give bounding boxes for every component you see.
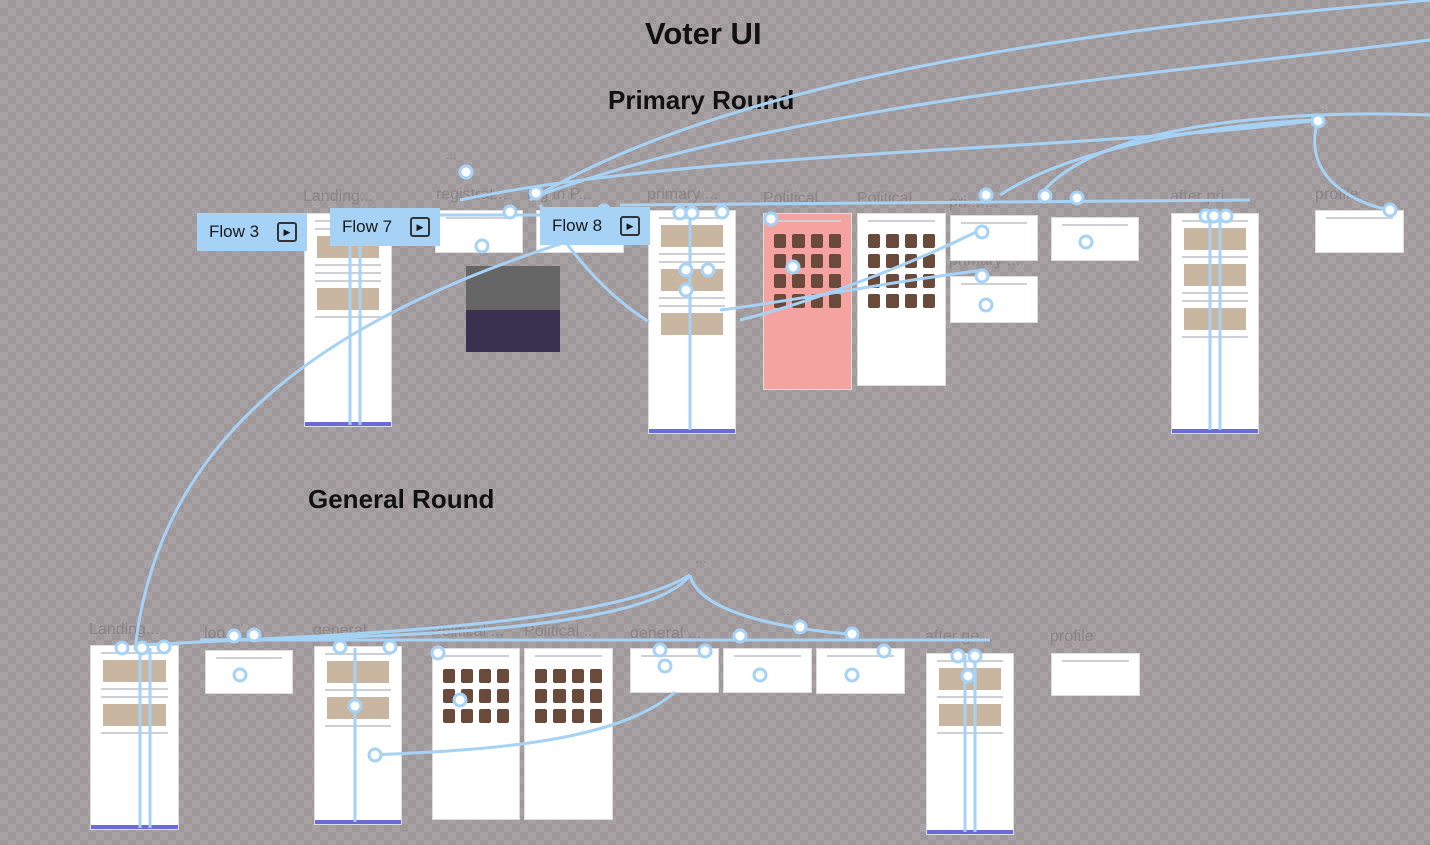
frame-label-g-landing[interactable]: Landing...: [89, 621, 160, 638]
frame-g-political-1[interactable]: [432, 648, 520, 820]
frame-label-g-profile[interactable]: profile: [1050, 628, 1094, 645]
flow-8-chip[interactable]: Flow 8 ▶: [540, 207, 650, 245]
dzong-photo: [466, 310, 560, 352]
flow-8-label: Flow 8: [552, 216, 603, 235]
frame-g-general-4[interactable]: [816, 648, 905, 694]
flow-play-icon: ▶: [277, 222, 297, 242]
flow-3-label: Flow 3: [209, 222, 260, 241]
frame-primary-b[interactable]: [950, 276, 1038, 323]
frame-g-political-2[interactable]: [524, 648, 613, 820]
frame-primary-c[interactable]: [1051, 217, 1139, 261]
frame-g-general-3[interactable]: [723, 648, 812, 693]
general-round-title: General Round: [308, 484, 495, 514]
frame-label-registration[interactable]: registrat...: [436, 186, 508, 203]
frame-after-primary[interactable]: [1171, 213, 1259, 434]
flow-play-icon: ▶: [410, 217, 430, 237]
flow-7-label: Flow 7: [342, 217, 393, 236]
frame-label-landing[interactable]: Landing...: [303, 188, 374, 205]
flow-play-icon: ▶: [620, 216, 640, 236]
ellipsis-2: ...: [1315, 98, 1327, 114]
flow-7-chip[interactable]: Flow 7 ▶: [330, 208, 440, 246]
ellipsis-5: ...: [232, 613, 244, 629]
flow-3-chip[interactable]: Flow 3 ▶: [197, 213, 307, 251]
frame-profile[interactable]: [1315, 210, 1404, 253]
frame-g-login[interactable]: [205, 650, 293, 694]
frame-g-after[interactable]: [926, 653, 1014, 835]
ellipsis-1: ...: [445, 146, 457, 162]
frame-label-profile[interactable]: profile: [1315, 186, 1359, 203]
ellipsis-3: ...: [695, 550, 707, 566]
frame-label-g-general-2[interactable]: general ...: [630, 625, 702, 642]
frame-label-login[interactable]: log in P...: [527, 186, 592, 203]
frame-political-2[interactable]: [857, 213, 946, 386]
primary-round-title: Primary Round: [608, 85, 795, 115]
frame-label-g-political-2[interactable]: Political ...: [524, 623, 597, 640]
frame-g-profile[interactable]: [1051, 653, 1140, 696]
page-title: Voter UI: [645, 16, 762, 51]
frame-label-primary[interactable]: primary ...: [647, 186, 719, 203]
ellipsis-4: ...: [782, 602, 794, 618]
